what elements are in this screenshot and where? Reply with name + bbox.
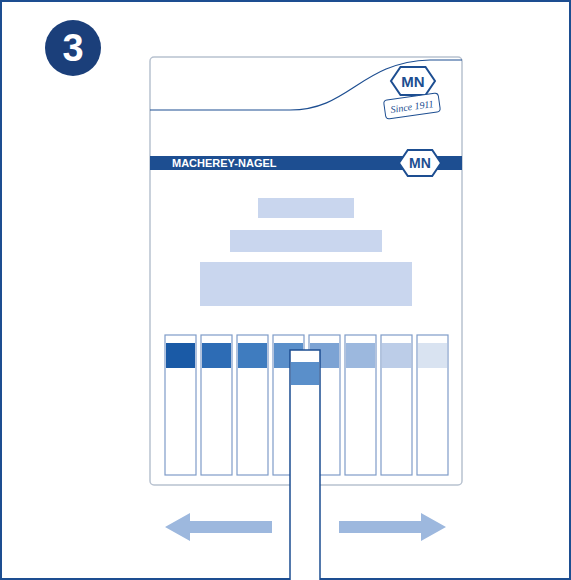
step-number-circle: 3 [45, 20, 101, 76]
brand-logo-text: MN [409, 155, 431, 171]
test-strip [290, 350, 320, 580]
text-placeholder [200, 262, 412, 306]
color-patch [202, 343, 231, 368]
brand-logo: MN [398, 149, 442, 177]
scale-field [345, 335, 376, 475]
color-patch [418, 343, 447, 368]
scale-field [381, 335, 412, 475]
color-patch [166, 343, 195, 368]
color-patch [382, 343, 411, 368]
brand-logo-text: MN [401, 73, 424, 90]
color-patch [346, 343, 375, 368]
left-arrow [165, 513, 272, 541]
scale-field [201, 335, 232, 475]
scale-field [237, 335, 268, 475]
right-arrow [339, 513, 446, 541]
brand-band-text: MACHEREY-NAGEL [172, 157, 277, 169]
since-badge-text: Since 1911 [390, 98, 435, 115]
step-number-circle-text: 3 [62, 27, 83, 70]
text-placeholder [258, 198, 354, 218]
logo-outline [391, 67, 435, 95]
color-patch [238, 343, 267, 368]
brand-logo: MN [390, 66, 436, 96]
brand-band: MACHEREY-NAGEL MN [150, 156, 462, 170]
text-placeholder [230, 230, 382, 252]
logo-outline [399, 150, 441, 176]
scale-field [417, 335, 448, 475]
scale-field [165, 335, 196, 475]
strip-pad [291, 362, 319, 385]
